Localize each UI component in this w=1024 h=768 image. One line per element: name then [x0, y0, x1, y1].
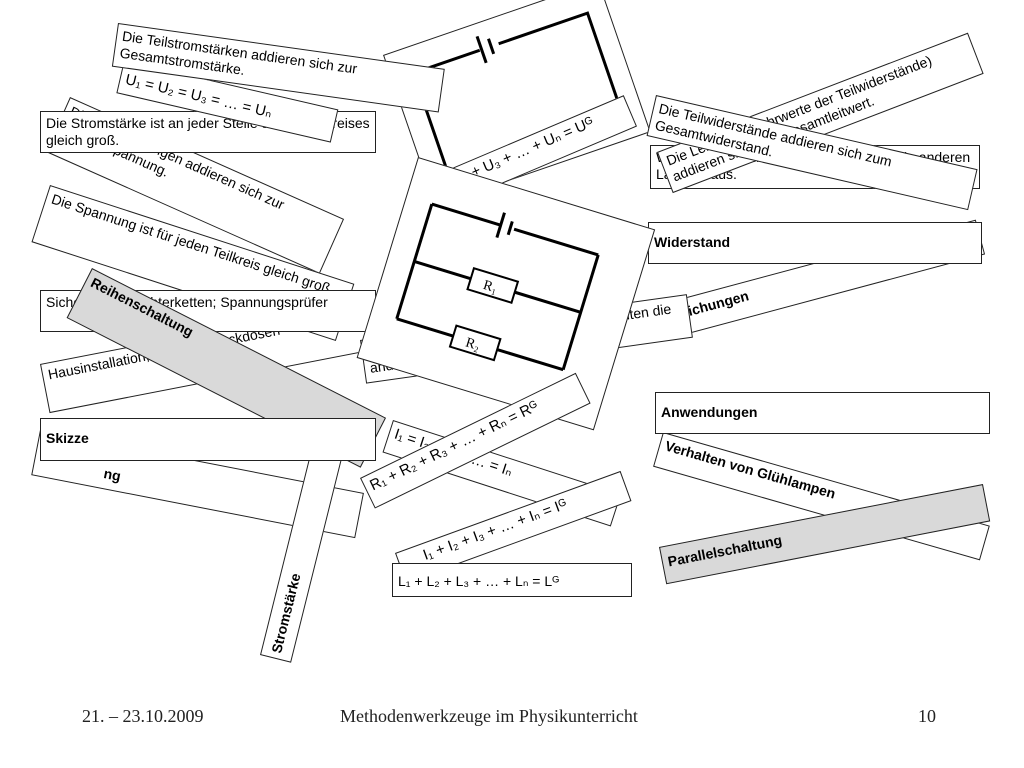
card-text: Widerstand: [654, 234, 731, 250]
resistor-r1: [466, 266, 520, 304]
label-r2: R₂: [464, 335, 482, 354]
card-text: L₁ + L₂ + L₃ + … + Lₙ = Lᴳ: [398, 573, 560, 589]
footer-page-number: 10: [918, 706, 936, 726]
resistor-r2: [448, 324, 502, 362]
card-text: ng: [102, 465, 123, 485]
card-anwendungen[interactable]: Anwendungen: [655, 392, 990, 434]
card-text: Verhalten von Glühlampen: [663, 437, 838, 502]
footer-title: Methodenwerkzeuge im Physikunterricht: [340, 706, 638, 726]
card-text: Anwendungen: [661, 404, 758, 420]
card-widerstand[interactable]: Widerstand: [648, 222, 982, 264]
card-l-sum[interactable]: L₁ + L₂ + L₃ + … + Lₙ = Lᴳ: [392, 563, 632, 597]
card-text: Parallelschaltung: [666, 531, 784, 570]
card-text: Skizze: [46, 430, 89, 446]
card-text: I₁ + I₂ + I₃ + … + Iₙ = Iᴳ: [420, 495, 570, 564]
card-skizze[interactable]: Skizze: [40, 418, 376, 461]
card-text: Stromstärke: [268, 571, 304, 655]
footer-date: 21. – 23.10.2009: [82, 706, 204, 726]
label-r1: R₁: [481, 278, 499, 297]
parallel-circuit-diagram[interactable]: R₁ R₂: [356, 157, 656, 431]
card-text: Die Teilstromstärken addieren sich zur G…: [118, 27, 359, 79]
parallel-circuit-svg: R₁ R₂: [395, 202, 600, 372]
